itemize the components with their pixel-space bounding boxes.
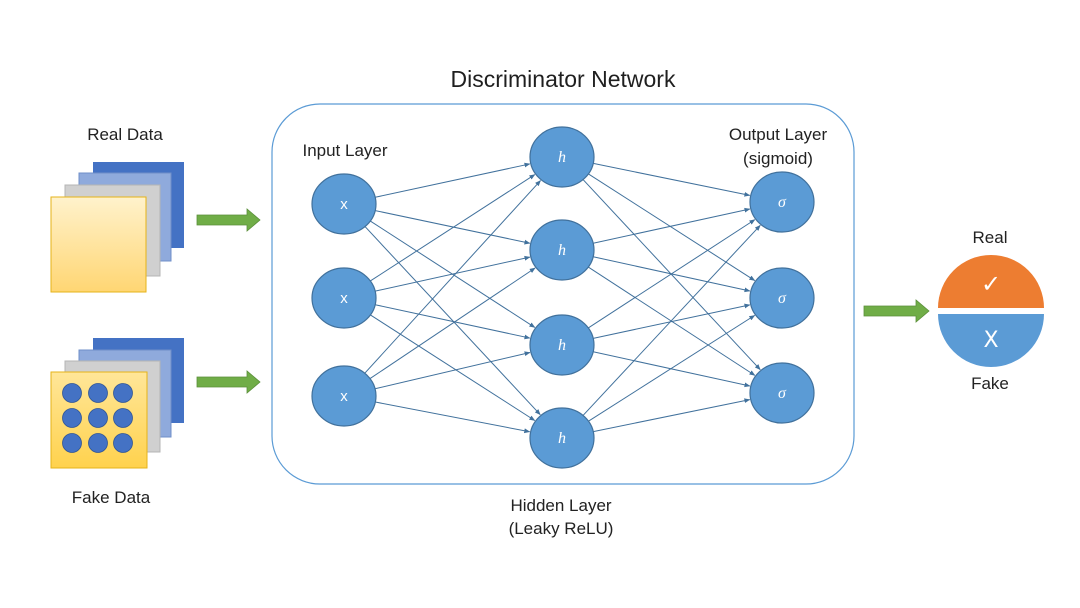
arrow-fake-to-network xyxy=(196,370,261,394)
real-data-stack xyxy=(50,162,184,293)
input-hidden-edge-2-4 xyxy=(370,314,536,421)
input-hidden-edge-2-2 xyxy=(375,255,531,292)
fake-data-dot-2 xyxy=(88,383,108,403)
real-half xyxy=(938,255,1044,308)
diagram-title: Discriminator Network xyxy=(450,66,676,92)
input-node-3-symbol: x xyxy=(340,388,348,405)
input-hidden-edge-2-3 xyxy=(375,304,531,340)
fake-data-dot-grid xyxy=(62,383,133,453)
real-data-label: Real Data xyxy=(87,125,163,144)
input-node-2-symbol: x xyxy=(340,290,348,307)
hidden-output-edge-3-2 xyxy=(593,303,751,339)
output-layer-label: Output Layer xyxy=(728,125,828,144)
hidden-node-3 xyxy=(529,314,595,376)
hidden-output-edge-4-3 xyxy=(593,398,751,433)
input-hidden-edge-3-1 xyxy=(364,180,541,374)
fake-data-dot-8 xyxy=(88,433,108,453)
hidden-output-edge-4-1 xyxy=(582,224,761,416)
hidden-layer-sublabel: (Leaky ReLU) xyxy=(508,519,614,538)
output-node-1 xyxy=(749,171,815,233)
output-node-3-symbol: σ xyxy=(778,385,787,402)
input-hidden-edge-1-4 xyxy=(364,226,541,416)
fake-data-dot-5 xyxy=(88,408,108,428)
fake-data-dot-7 xyxy=(62,433,82,453)
hidden-output-edge-1-3 xyxy=(582,179,761,371)
real-result-label: Real xyxy=(972,228,1008,247)
hidden-node-1-symbol: h xyxy=(558,149,566,166)
network-connections xyxy=(364,162,761,434)
network-nodes: x x x h h h h σ σ σ xyxy=(311,126,815,469)
fake-data-dot-9 xyxy=(113,433,133,453)
hidden-node-4 xyxy=(529,407,595,469)
real-data-sheet xyxy=(50,196,147,293)
network-container xyxy=(271,103,855,485)
fake-data-stack xyxy=(50,338,184,469)
input-node-1-symbol: x xyxy=(340,196,348,213)
input-node-1 xyxy=(311,173,377,235)
output-layer-sublabel: (sigmoid) xyxy=(743,149,813,168)
hidden-output-edge-1-2 xyxy=(588,173,756,281)
hidden-output-edge-4-2 xyxy=(588,314,756,422)
hidden-node-1 xyxy=(529,126,595,188)
result-indicator: ✓ X xyxy=(938,255,1044,367)
fake-data-dot-3 xyxy=(113,383,133,403)
output-node-3 xyxy=(749,362,815,424)
fake-data-dot-1 xyxy=(62,383,82,403)
input-layer-label: Input Layer xyxy=(302,141,388,160)
input-hidden-edge-3-3 xyxy=(374,351,531,390)
hidden-node-2-symbol: h xyxy=(558,242,566,259)
input-hidden-edge-2-1 xyxy=(370,174,536,282)
hidden-layer-label: Hidden Layer xyxy=(510,496,612,515)
input-hidden-edge-3-4 xyxy=(375,401,531,434)
hidden-output-edge-2-1 xyxy=(593,207,751,244)
hidden-output-edge-1-1 xyxy=(593,162,751,197)
x-icon: X xyxy=(983,328,998,353)
input-node-2 xyxy=(311,267,377,329)
check-icon: ✓ xyxy=(981,270,1001,298)
fake-data-label: Fake Data xyxy=(71,488,151,507)
input-hidden-edge-3-2 xyxy=(369,267,536,379)
hidden-node-2 xyxy=(529,219,595,281)
fake-result-label: Fake xyxy=(971,374,1009,393)
output-node-1-symbol: σ xyxy=(778,194,787,211)
arrow-network-to-result xyxy=(863,299,930,323)
fake-data-dot-4 xyxy=(62,408,82,428)
hidden-node-3-symbol: h xyxy=(558,337,566,354)
hidden-node-4-symbol: h xyxy=(558,430,566,447)
arrow-real-to-network xyxy=(196,208,261,232)
fake-data-dot-6 xyxy=(113,408,133,428)
input-node-3 xyxy=(311,365,377,427)
hidden-output-edge-3-1 xyxy=(588,219,756,329)
output-node-2-symbol: σ xyxy=(778,290,787,307)
fake-half xyxy=(938,314,1044,367)
input-hidden-edge-1-2 xyxy=(375,210,531,245)
output-node-2 xyxy=(749,267,815,329)
input-hidden-edge-1-1 xyxy=(375,162,531,198)
